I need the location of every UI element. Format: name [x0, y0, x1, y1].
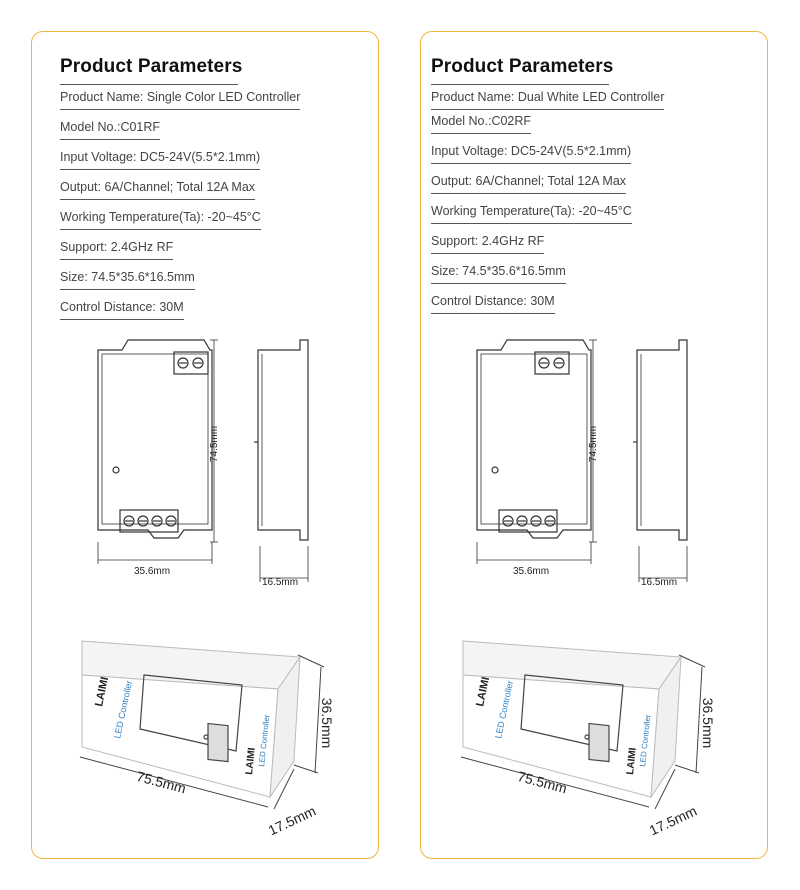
dim-height-label: 74.5mm [209, 426, 220, 462]
param-control-distance: Control Distance: 30M [431, 294, 555, 314]
status-led-icon [112, 466, 120, 474]
status-led-icon [491, 466, 499, 474]
box-side-brand: LAIMI [625, 747, 639, 775]
param-output: Output: 6A/Channel; Total 12A Max [431, 174, 627, 194]
output-terminal-icon [498, 509, 558, 533]
dim-depth-label: 16.5mm [262, 577, 298, 588]
param-model-no: Model No.:C02RF [431, 114, 532, 134]
param-support: Support: 2.4GHz RF [431, 234, 545, 254]
dim-width-label: 35.6mm [134, 566, 170, 577]
product-card-right: Product Parameters Product Name: Dual Wh… [420, 31, 768, 859]
dim-depth-label: 16.5mm [641, 577, 677, 588]
param-working-temperature: Working Temperature(Ta): -20~45°C [431, 204, 632, 224]
package-illustration: LAIMI LED Controller LED Controller LAIM… [460, 640, 716, 839]
dimension-drawing: 74.5mm 35.6mm 16.5mm [97, 339, 309, 588]
dimension-drawing: 74.5mm 35.6mm 16.5mm [476, 339, 688, 588]
controller-side-outline [636, 339, 688, 541]
section-title: Product Parameters [60, 56, 243, 77]
title-underline [60, 84, 238, 85]
param-size: Size: 74.5*35.6*16.5mm [431, 264, 566, 284]
pkg-depth-label: 17.5mm [647, 803, 700, 839]
box-product-image [520, 674, 624, 752]
param-size: Size: 74.5*35.6*16.5mm [60, 270, 195, 290]
param-model-no: Model No.:C01RF [60, 120, 161, 140]
dim-height-label: 74.5mm [588, 426, 599, 462]
title-underline [431, 84, 609, 85]
box-product-image [139, 674, 243, 752]
param-support: Support: 2.4GHz RF [60, 240, 174, 260]
param-working-temperature: Working Temperature(Ta): -20~45°C [60, 210, 261, 230]
input-terminal-icon [534, 351, 570, 375]
controller-side-outline [257, 339, 309, 541]
param-input-voltage: Input Voltage: DC5-24V(5.5*2.1mm) [431, 144, 632, 164]
pkg-height-label: 36.5mm [700, 698, 716, 749]
product-card-left: Product Parameters Product Name: Single … [31, 31, 379, 859]
package-illustration: LAIMI LED Controller LED Controller LAIM… [79, 640, 335, 839]
box-side-brand: LAIMI [244, 747, 258, 775]
param-control-distance: Control Distance: 30M [60, 300, 184, 320]
output-terminal-icon [119, 509, 179, 533]
param-product-name: Product Name: Dual White LED Controller [431, 90, 665, 110]
input-terminal-icon [173, 351, 209, 375]
box-side [650, 655, 682, 799]
box-side [269, 655, 301, 799]
controller-front-outline [476, 339, 592, 539]
controller-front-outline [97, 339, 213, 539]
pkg-depth-label: 17.5mm [266, 803, 319, 839]
param-input-voltage: Input Voltage: DC5-24V(5.5*2.1mm) [60, 150, 261, 170]
pkg-height-label: 36.5mm [319, 698, 335, 749]
param-product-name: Product Name: Single Color LED Controlle… [60, 90, 301, 110]
dim-width-label: 35.6mm [513, 566, 549, 577]
section-title: Product Parameters [431, 56, 614, 77]
param-output: Output: 6A/Channel; Total 12A Max [60, 180, 256, 200]
